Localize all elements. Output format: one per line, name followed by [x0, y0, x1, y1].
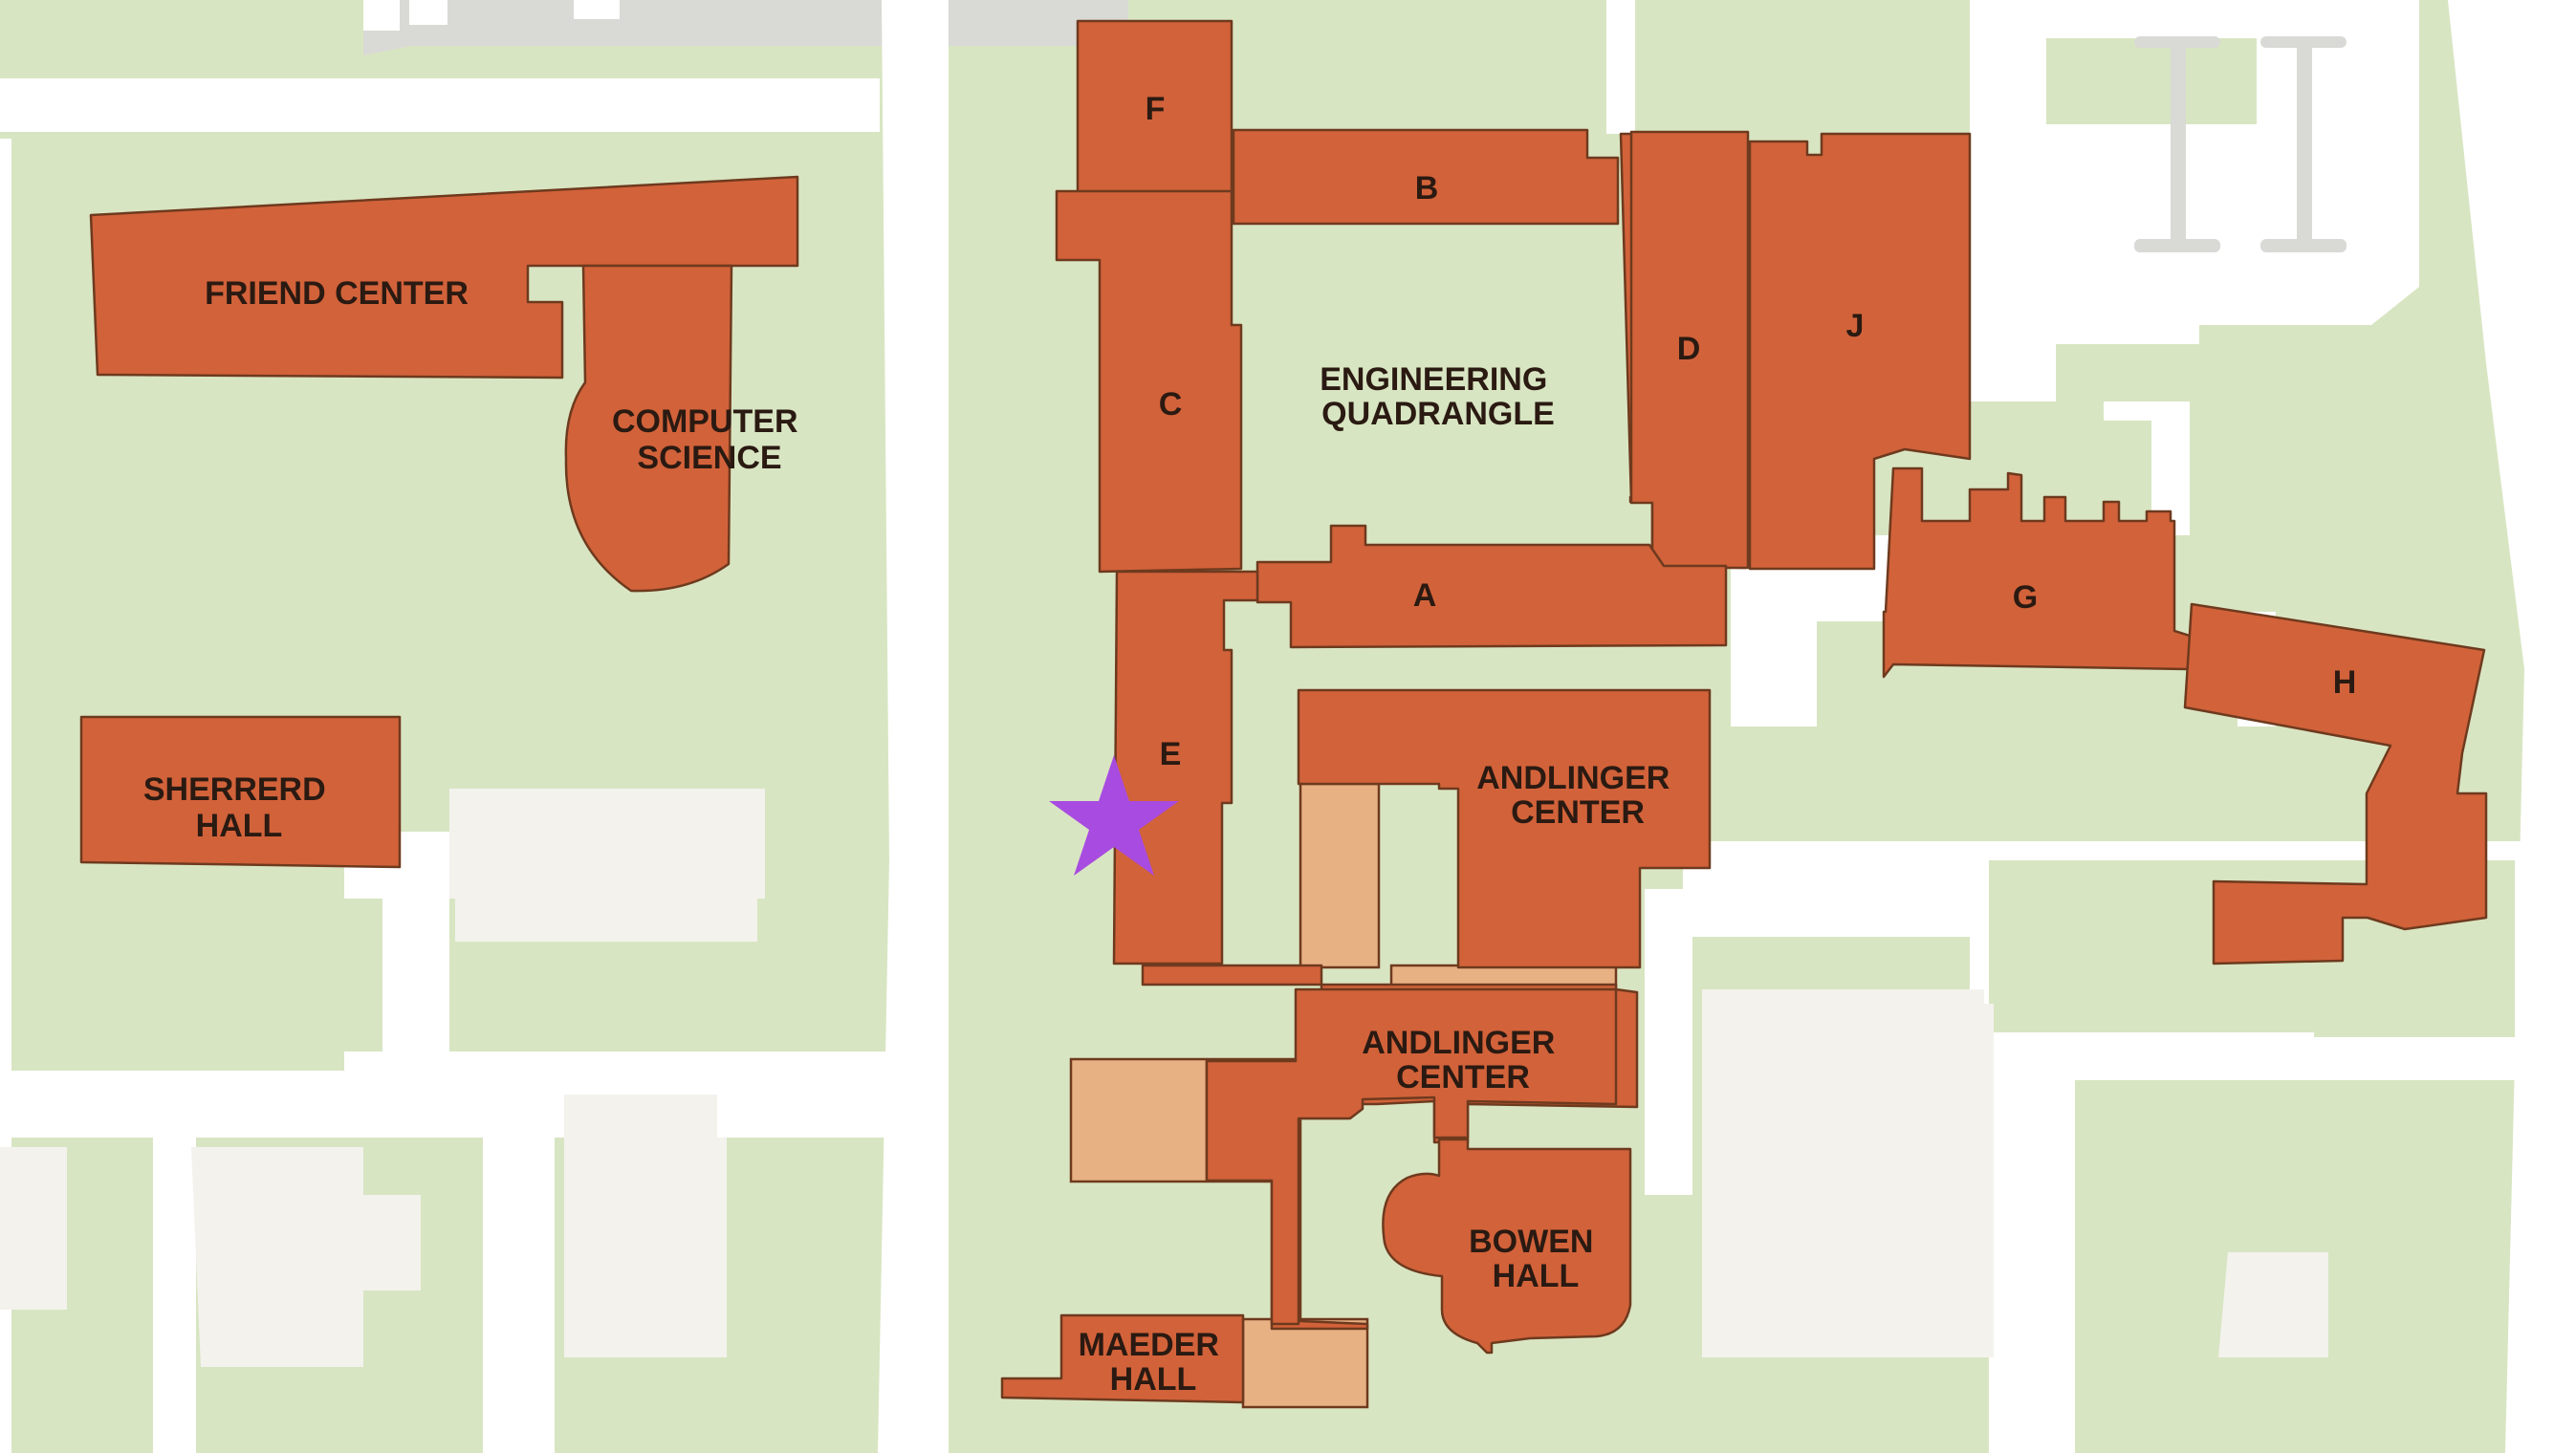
wing-h-building — [2183, 602, 2488, 965]
label-wing-j: J — [1846, 308, 1865, 344]
buildings — [79, 19, 2488, 1404]
main-walkway — [878, 0, 949, 1453]
wing-j-building — [1748, 132, 1972, 571]
wing-b-building — [1232, 128, 1620, 226]
label-computer-science: COMPUTER SCIENCE — [612, 403, 807, 476]
wing-c-building — [1055, 189, 1243, 574]
wing-g-building — [1882, 466, 2192, 679]
label-wing-d: D — [1677, 331, 1701, 367]
label-wing-f: F — [1146, 91, 1166, 127]
star-icon — [1049, 755, 1179, 876]
andlinger-center-south-core — [1205, 987, 1618, 1326]
label-bowen-hall: BOWEN HALL — [1469, 1224, 1603, 1294]
wing-a-building — [1255, 524, 1728, 649]
label-andlinger-center-north: ANDLINGER CENTER — [1476, 760, 1679, 831]
label-wing-h: H — [2333, 664, 2357, 701]
sherrerd-hall-building — [79, 715, 402, 869]
label-wing-c: C — [1159, 386, 1183, 423]
label-wing-g: G — [2013, 579, 2038, 616]
computer-science-building — [564, 264, 733, 593]
bowen-hall-building — [1382, 1138, 1632, 1355]
parking-lot — [2134, 36, 2347, 252]
friend-center-building — [89, 175, 799, 380]
label-maeder-hall: MAEDER HALL — [1079, 1327, 1229, 1398]
label-sherrerd-hall: SHERRERD HALL — [143, 771, 335, 844]
label-wing-a: A — [1413, 577, 1437, 614]
label-wing-b: B — [1415, 170, 1439, 206]
label-andlinger-center-south: ANDLINGER CENTER — [1362, 1025, 1564, 1095]
road-top — [0, 0, 1128, 132]
building-labels: FRIEND CENTER COMPUTER SCIENCE SHERRERD … — [143, 91, 2356, 1398]
label-engineering-quadrangle: ENGINEERING QUADRANGLE — [1320, 361, 1557, 432]
label-wing-e: E — [1160, 736, 1182, 772]
maeder-hall-building — [1000, 1313, 1245, 1404]
neighbor-buildings — [0, 789, 2328, 1367]
andlinger-center-north-building — [1297, 688, 1712, 969]
label-friend-center: FRIEND CENTER — [205, 275, 469, 312]
